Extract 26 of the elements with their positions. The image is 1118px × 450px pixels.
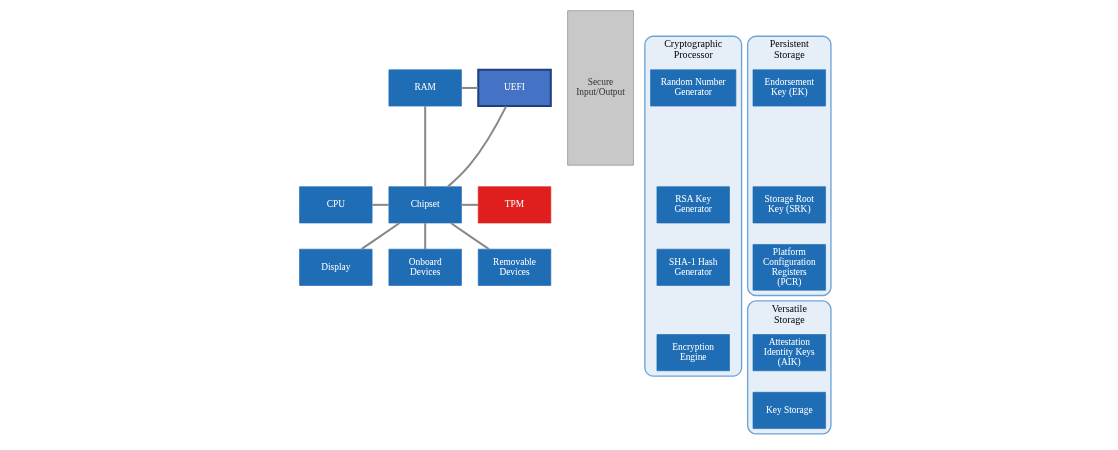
- node-box: Key Storage: [752, 391, 826, 429]
- connector: [460, 203, 478, 206]
- node-box: CPU: [298, 186, 372, 224]
- node-box: SHA-1 Hash Generator: [656, 248, 730, 286]
- node-box: Display: [298, 248, 372, 286]
- node-box: Secure Input/Output: [566, 10, 634, 166]
- node-box: TPM: [477, 186, 551, 224]
- node-box: Attestation Identity Keys (AIK): [752, 334, 826, 372]
- connector: [446, 105, 507, 188]
- connector: [449, 222, 489, 250]
- node-box: Encryption Engine: [656, 334, 730, 372]
- node-box: Chipset: [388, 186, 462, 224]
- node-box: Onboard Devices: [388, 248, 462, 286]
- node-box: Random Number Generator: [649, 69, 736, 107]
- connector: [460, 86, 478, 89]
- connector: [371, 203, 389, 206]
- node-box: RAM: [388, 69, 462, 107]
- node-box: Storage Root Key (SRK): [752, 186, 826, 224]
- connector: [423, 223, 426, 249]
- connector: [423, 106, 426, 187]
- node-box: Endorsement Key (EK): [752, 69, 826, 107]
- node-box: Removable Devices: [477, 248, 551, 286]
- node-box: Platform Configuration Registers (PCR): [752, 244, 826, 291]
- node-box: RSA Key Generator: [656, 186, 730, 224]
- node-box: UEFI: [476, 68, 552, 108]
- connector: [360, 222, 400, 250]
